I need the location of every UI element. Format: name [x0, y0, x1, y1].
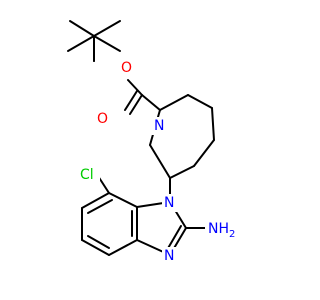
- bond-benz-5: [108, 239, 138, 256]
- bond-benz-1: [108, 192, 138, 208]
- atom-n1: N: [164, 195, 174, 211]
- atom-cl: Cl: [80, 167, 94, 183]
- atom-nh2: NH2: [208, 221, 235, 240]
- bond-c-o-double-1: [129, 94, 143, 115]
- bond-o-carbonylc: [127, 79, 143, 96]
- bond-c2-n3-2: [166, 225, 182, 251]
- molecule-structure: O O N Cl N N NH2: [67, 20, 236, 264]
- atom-nh2-subscript: 2: [229, 229, 235, 240]
- bond-tbu-c5: [93, 20, 121, 37]
- bond-ring-4: [193, 139, 215, 167]
- atom-o-ether: O: [121, 60, 132, 76]
- bond-ring-1: [159, 94, 189, 111]
- bond-ring-5: [169, 165, 195, 179]
- bond-carbonylc-n: [141, 94, 161, 111]
- bond-benz-2: [81, 192, 110, 209]
- bond-ring-2: [187, 94, 213, 109]
- atom-nh2-label: NH: [208, 221, 229, 237]
- bond-ring-6: [149, 144, 171, 179]
- bond-ring-3: [211, 107, 215, 141]
- bond-tbu-c1: [93, 35, 121, 52]
- bond-benz-inner-2: [87, 235, 110, 249]
- bond-tbu-c2: [69, 20, 95, 37]
- atom-n-azepane: N: [154, 118, 164, 134]
- bond-tbu-c3: [67, 35, 95, 52]
- bond-benz-4: [81, 239, 110, 256]
- structure-canvas: O O N Cl N N NH2: [67, 20, 236, 264]
- bond-c-o-double-2: [124, 90, 138, 111]
- bond-benz-inner-1: [87, 199, 113, 214]
- atom-n3: N: [164, 248, 174, 264]
- atom-o-carbonyl: O: [97, 111, 108, 127]
